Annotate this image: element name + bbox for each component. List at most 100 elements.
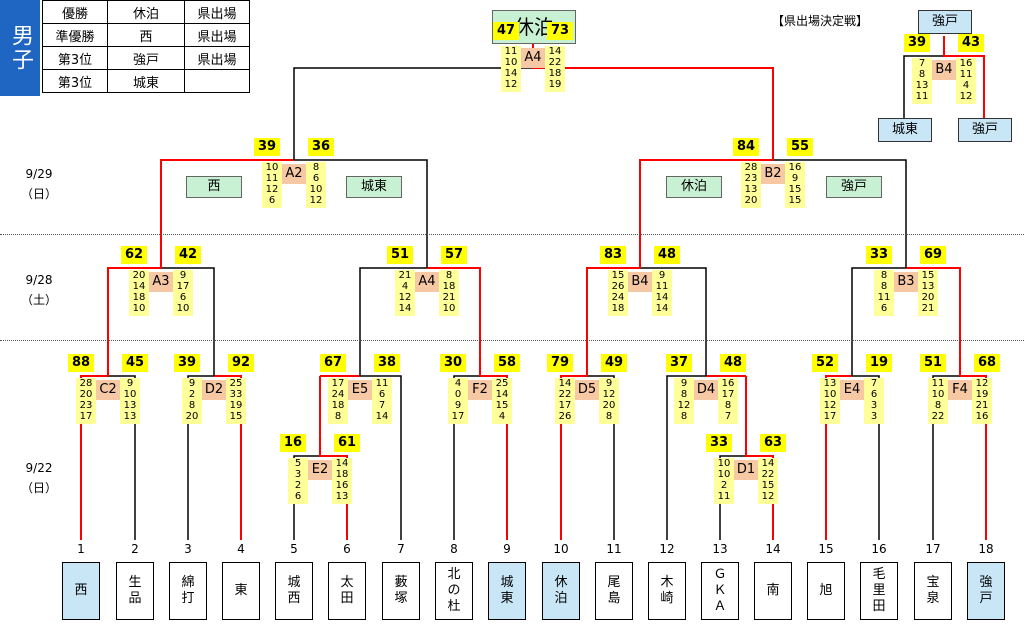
right-score: 36 <box>308 138 334 156</box>
team-number: 17 <box>925 542 941 556</box>
day-divider <box>0 340 1024 341</box>
left-score: 88 <box>68 354 94 372</box>
left-score: 33 <box>706 434 732 452</box>
left-quarter-scores: 11 10 8 22 <box>928 378 948 424</box>
team-box: 城 西 <box>275 562 313 620</box>
left-quarter-scores: 5 3 2 6 <box>288 458 308 504</box>
right-quarter-scores: 25 14 15 4 <box>492 378 512 424</box>
playoff-top-team: 強戸 <box>918 10 972 34</box>
team-box: 木 崎 <box>648 562 686 620</box>
gender-label: 男子 <box>0 0 40 96</box>
result-row: 第3位強戸県出場 <box>42 46 250 70</box>
right-score: 48 <box>720 354 746 372</box>
right-score: 43 <box>958 34 984 52</box>
left-score: 33 <box>866 246 892 264</box>
team-number: 7 <box>397 542 405 556</box>
game-label: D2 <box>202 380 226 400</box>
left-quarter-scores: 21 4 12 14 <box>395 270 415 316</box>
left-score: 67 <box>320 354 346 372</box>
team-number: 10 <box>553 542 569 556</box>
team-box: 東 <box>222 562 260 620</box>
team-number: 18 <box>978 542 994 556</box>
right-quarter-scores: 9 12 20 8 <box>599 378 619 424</box>
right-quarter-scores: 16 17 8 7 <box>718 378 738 424</box>
game-label: D1 <box>734 460 758 480</box>
game-label: B4 <box>932 60 956 80</box>
game-label: B3 <box>894 272 918 292</box>
team-box: Ｇ Ｋ Ａ <box>701 562 739 620</box>
left-quarter-scores: 20 14 18 10 <box>129 270 149 316</box>
team-box: 生 品 <box>116 562 154 620</box>
left-score: 79 <box>547 354 573 372</box>
game-label: B2 <box>761 164 785 184</box>
right-score: 19 <box>866 354 892 372</box>
left-score: 62 <box>121 246 147 264</box>
game-label: F4 <box>948 380 972 400</box>
team-box: 城 東 <box>488 562 526 620</box>
left-score: 37 <box>666 354 692 372</box>
team-box: 太 田 <box>328 562 366 620</box>
right-score: 68 <box>974 354 1000 372</box>
left-quarter-scores: 28 23 13 20 <box>741 162 761 208</box>
left-score: 39 <box>174 354 200 372</box>
left-quarter-scores: 13 10 12 17 <box>820 378 840 424</box>
right-quarter-scores: 9 17 6 10 <box>173 270 193 316</box>
left-score: 30 <box>440 354 466 372</box>
team-number: 2 <box>131 542 139 556</box>
game-label: A3 <box>149 272 173 292</box>
right-quarter-scores: 16 9 15 15 <box>785 162 805 208</box>
game-label: E4 <box>840 380 864 400</box>
right-quarter-scores: 14 18 16 13 <box>332 458 352 504</box>
left-score: 47 <box>493 22 519 40</box>
result-row: 準優勝西県出場 <box>42 23 250 47</box>
semi-team-kyuhaku: 休泊 <box>666 176 722 198</box>
right-quarter-scores: 12 19 21 16 <box>972 378 992 424</box>
team-number: 1 <box>77 542 85 556</box>
game-label: D5 <box>575 380 599 400</box>
team-box: 尾 島 <box>595 562 633 620</box>
game-label: C2 <box>96 380 120 400</box>
game-label: A2 <box>282 164 306 184</box>
left-quarter-scores: 15 26 24 18 <box>608 270 628 316</box>
right-score: 92 <box>228 354 254 372</box>
left-quarter-scores: 10 10 2 11 <box>714 458 734 504</box>
result-row: 優勝休泊県出場 <box>42 0 250 24</box>
right-score: 38 <box>374 354 400 372</box>
right-quarter-scores: 16 11 4 12 <box>956 58 976 104</box>
right-quarter-scores: 11 6 7 14 <box>372 378 392 424</box>
left-score: 39 <box>254 138 280 156</box>
right-quarter-scores: 9 11 14 14 <box>652 270 672 316</box>
results-table: 優勝休泊県出場 準優勝西県出場 第3位強戸県出場 第3位城東 <box>42 0 250 93</box>
left-quarter-scores: 9 8 12 8 <box>674 378 694 424</box>
game-label: F2 <box>468 380 492 400</box>
playoff-team-right: 強戸 <box>958 118 1012 142</box>
left-quarter-scores: 10 11 12 6 <box>262 162 282 208</box>
left-score: 52 <box>812 354 838 372</box>
playoff-title: 【県出場決定戦】 <box>772 14 869 28</box>
right-quarter-scores: 14 22 15 12 <box>758 458 778 504</box>
right-score: 55 <box>787 138 813 156</box>
left-score: 16 <box>280 434 306 452</box>
game-label: A4 <box>415 272 439 292</box>
right-score: 48 <box>654 246 680 264</box>
right-score: 42 <box>175 246 201 264</box>
left-quarter-scores: 28 20 23 17 <box>76 378 96 424</box>
semi-team-nishi: 西 <box>186 176 242 198</box>
right-score: 45 <box>122 354 148 372</box>
date-label: 9/29 （日） <box>20 167 57 201</box>
team-number: 3 <box>184 542 192 556</box>
team-box: 西 <box>62 562 100 620</box>
right-score: 73 <box>547 22 573 40</box>
team-box: 南 <box>754 562 792 620</box>
team-number: 12 <box>659 542 675 556</box>
right-quarter-scores: 25 33 19 15 <box>226 378 246 424</box>
left-score: 51 <box>387 246 413 264</box>
result-row: 第3位城東 <box>42 69 250 93</box>
left-score: 83 <box>600 246 626 264</box>
right-quarter-scores: 15 13 20 21 <box>918 270 938 316</box>
left-quarter-scores: 8 8 11 6 <box>874 270 894 316</box>
team-number: 11 <box>606 542 622 556</box>
team-number: 15 <box>818 542 834 556</box>
left-score: 84 <box>733 138 759 156</box>
team-number: 4 <box>237 542 245 556</box>
